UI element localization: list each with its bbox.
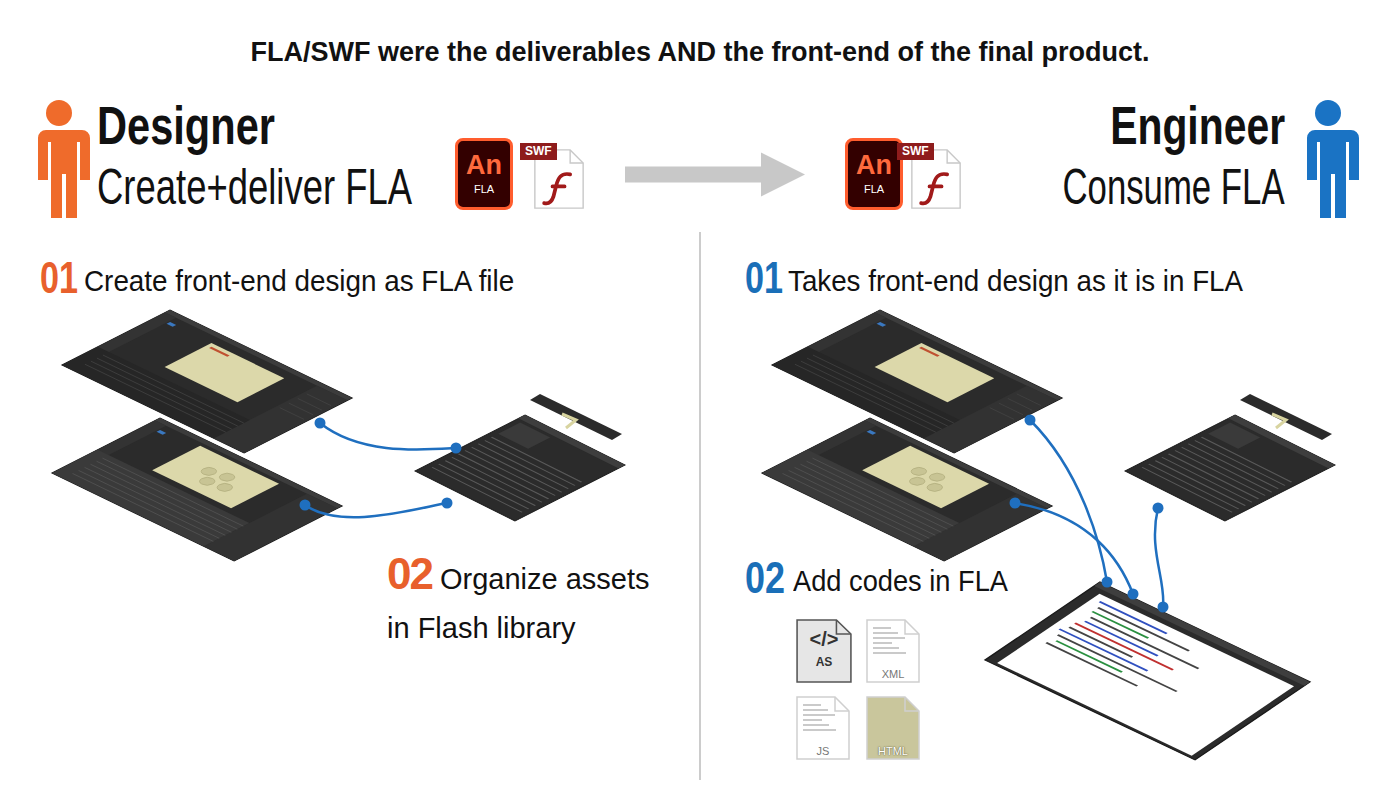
step-number: 02 <box>745 554 785 602</box>
file-tag: SWF <box>897 143 934 160</box>
step-number: 02 <box>387 549 432 598</box>
flow-arrow <box>625 153 805 197</box>
file-type: AS <box>816 655 833 669</box>
label-text: Create+deliver FLA <box>97 160 412 215</box>
file-tag: SWF <box>520 143 557 160</box>
file-icon: JS <box>795 695 851 761</box>
icon-text: FLA <box>474 183 494 196</box>
file-page <box>795 618 853 684</box>
file-icon: XML <box>865 618 921 684</box>
step-block: 02Organize assets in Flash library <box>387 552 672 655</box>
label-text: Engineer <box>1110 96 1285 155</box>
file-type: JS <box>817 745 830 757</box>
icon-text: An <box>856 152 892 179</box>
file-type: XML <box>882 668 905 680</box>
file-icon: HTML <box>865 695 921 761</box>
animate-icon: AnFLA <box>845 138 903 210</box>
title: FLA/SWF were the deliverables AND the fr… <box>0 38 1400 68</box>
label-text: Takes front-end design as it is in FLA <box>788 266 1243 298</box>
icon-text: An <box>466 152 502 179</box>
step-number: 01 <box>40 254 78 302</box>
icon-text: FLA <box>864 183 884 196</box>
animate-icon: AnFLA <box>455 138 513 210</box>
file-icon: </> AS <box>795 618 853 684</box>
label-text: Add codes in FLA <box>793 566 1008 598</box>
code-symbol: </> <box>810 629 839 649</box>
swf-icon: SWF <box>533 148 585 210</box>
file-type: HTML <box>878 745 908 757</box>
swf-icon: SWF <box>910 148 962 210</box>
label-text: Create front-end design as FLA file <box>84 266 514 298</box>
step-number: 01 <box>745 254 783 302</box>
label-text: Designer <box>97 96 275 155</box>
label-text: Consume FLA <box>1063 160 1285 215</box>
